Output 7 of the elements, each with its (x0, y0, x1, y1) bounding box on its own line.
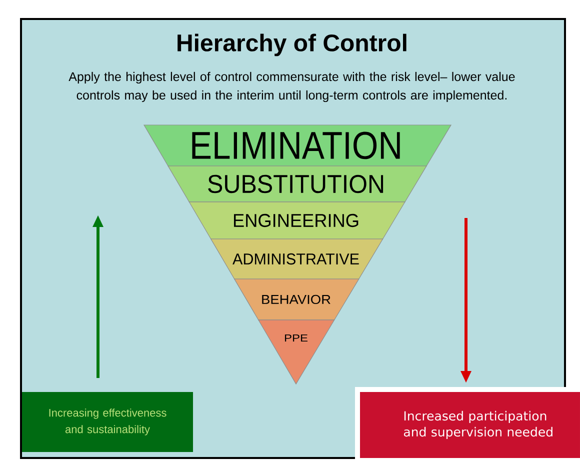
text-box: Increased participation and supervision needed (355, 386, 580, 463)
text-box: Increasing effectiveness and sustainability (22, 392, 193, 452)
subtitle: Apply the highest level of control commensurate with the risk level– lower value controls may be used in the interim until long-term controls are implemented. (68, 72, 515, 102)
title: Hierarchy of Control (178, 34, 406, 56)
pyramid-band: ENGINEERING (188, 202, 406, 240)
pyramid-band: SUBSTITUTION (168, 166, 427, 202)
node-label: Increased participation and supervision needed (404, 410, 552, 440)
